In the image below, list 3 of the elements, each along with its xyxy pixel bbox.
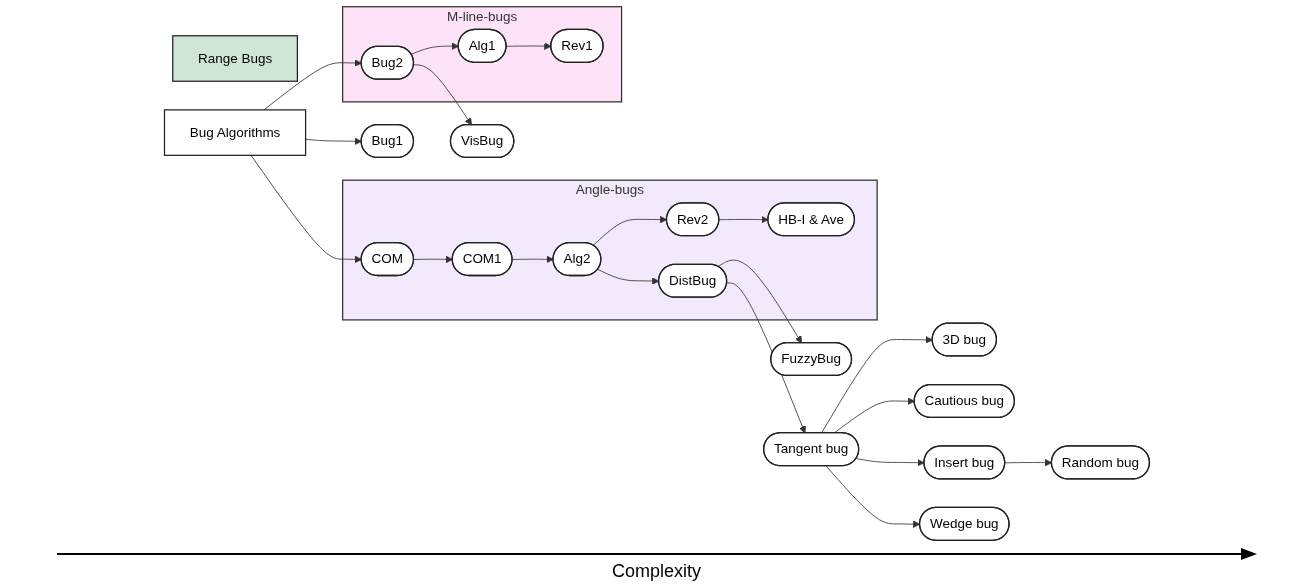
- node-box: Range Bugs: [171, 35, 298, 82]
- node-box: Bug Algorithms: [163, 109, 306, 156]
- axis-label: Complexity: [612, 561, 701, 582]
